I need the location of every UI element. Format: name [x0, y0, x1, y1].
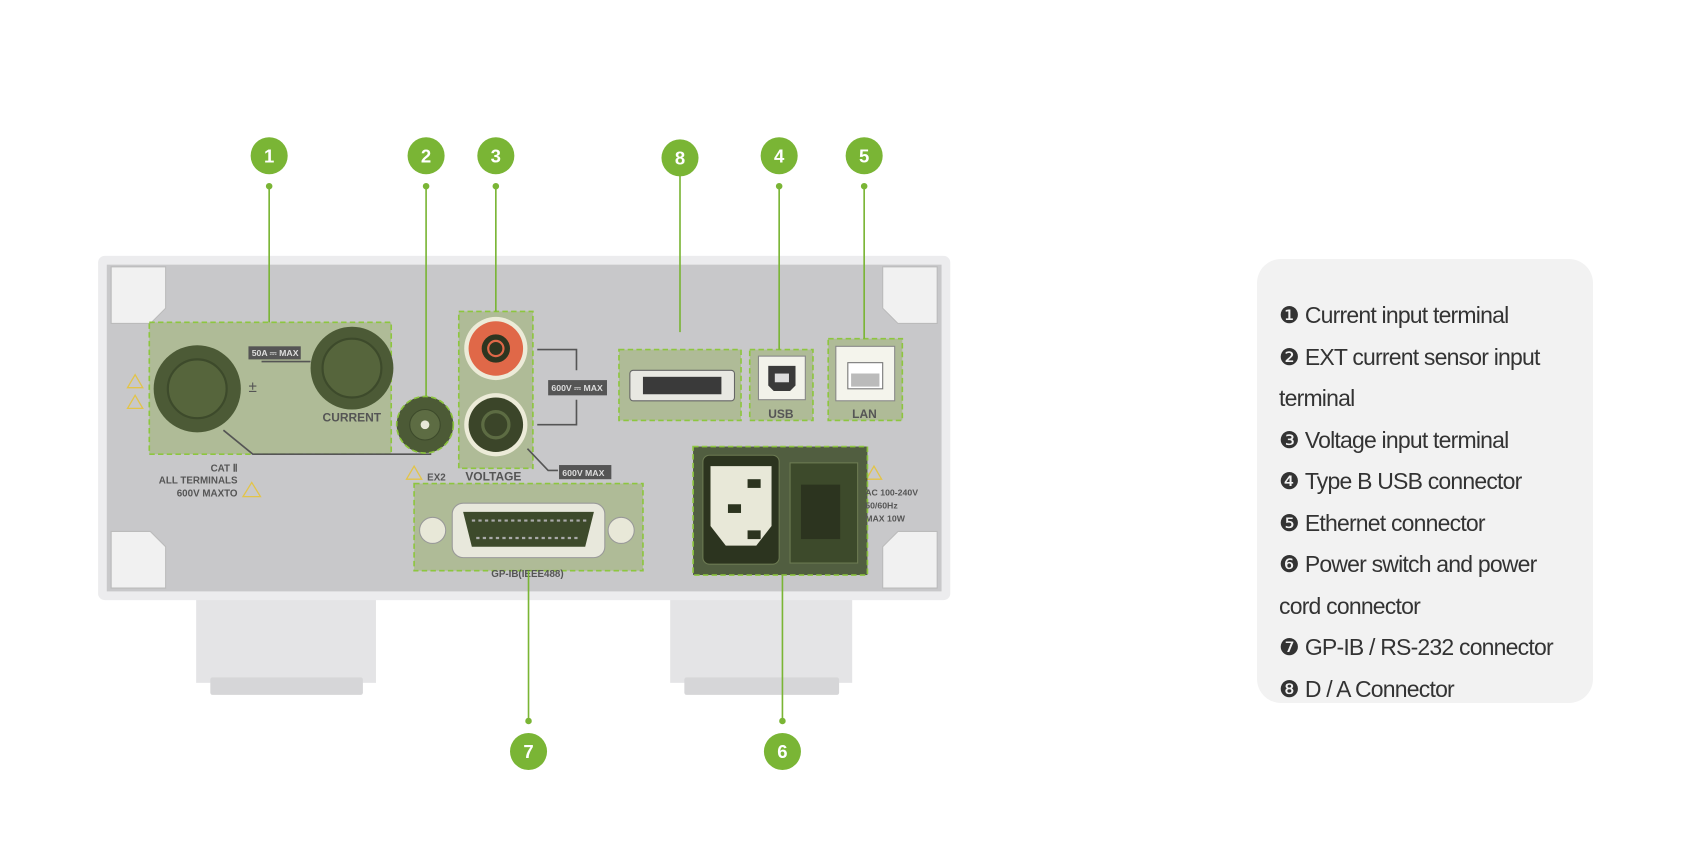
power-inlet-and-switch: AC 100-240V 50/60Hz MAX 10W — [692, 445, 918, 576]
voltage-max-dc-label: 600V ⎓ MAX — [551, 383, 603, 393]
device-foot-right — [670, 593, 853, 695]
callout-3: 3 — [477, 137, 515, 312]
svg-text:8: 8 — [675, 147, 685, 168]
voltage-input-terminal: 600V ⎓ MAX 600V MAX VOLTAGE — [457, 310, 612, 483]
svg-text:5: 5 — [859, 145, 869, 166]
plus-minus-label: ± — [248, 379, 256, 396]
callout-1: 1 — [250, 137, 288, 323]
usb-connector: USB — [748, 348, 814, 421]
da-connector — [618, 348, 742, 422]
corner-bumper — [110, 266, 938, 589]
frequency-label: 50/60Hz — [865, 501, 898, 511]
cat-label: CAT Ⅱ — [211, 464, 238, 475]
svg-text:3: 3 — [491, 145, 501, 166]
svg-text:6: 6 — [777, 741, 787, 762]
callout-8: 8 — [661, 139, 699, 333]
device-foot-left — [196, 593, 376, 695]
max-to-label: 600V MAXTO — [177, 489, 238, 500]
gpib-connector: GP-IB(IEEE488) — [413, 482, 644, 580]
svg-text:7: 7 — [523, 741, 533, 762]
warning-icon — [126, 373, 883, 498]
svg-text:2: 2 — [421, 145, 431, 166]
current-max-label: 50A ⎓ MAX — [252, 348, 299, 358]
svg-text:1: 1 — [264, 145, 274, 166]
usb-label: USB — [768, 407, 794, 421]
voltage-label: VOLTAGE — [465, 469, 521, 483]
ac-range-label: AC 100-240V — [865, 488, 918, 498]
svg-text:4: 4 — [774, 145, 785, 166]
callout-4: 4 — [760, 137, 798, 350]
callout-5: 5 — [845, 137, 883, 339]
all-terminals-label: ALL TERMINALS — [159, 476, 238, 487]
current-label: CURRENT — [323, 410, 382, 424]
ex2-label: EX2 — [427, 472, 446, 483]
ext-sensor-terminal: EX2 — [395, 395, 455, 483]
callout-2: 2 — [407, 137, 445, 397]
gpib-label: GP-IB(IEEE488) — [491, 569, 563, 580]
power-rating-label: MAX 10W — [865, 514, 905, 524]
voltage-max-label: 600V MAX — [562, 468, 604, 478]
ethernet-connector: LAN — [827, 337, 904, 421]
current-input-terminal: 50A ⎓ MAX ± CURRENT — [148, 321, 432, 455]
callout-7: 7 — [510, 570, 548, 770]
callout-6: 6 — [763, 575, 801, 770]
lan-label: LAN — [852, 407, 877, 421]
